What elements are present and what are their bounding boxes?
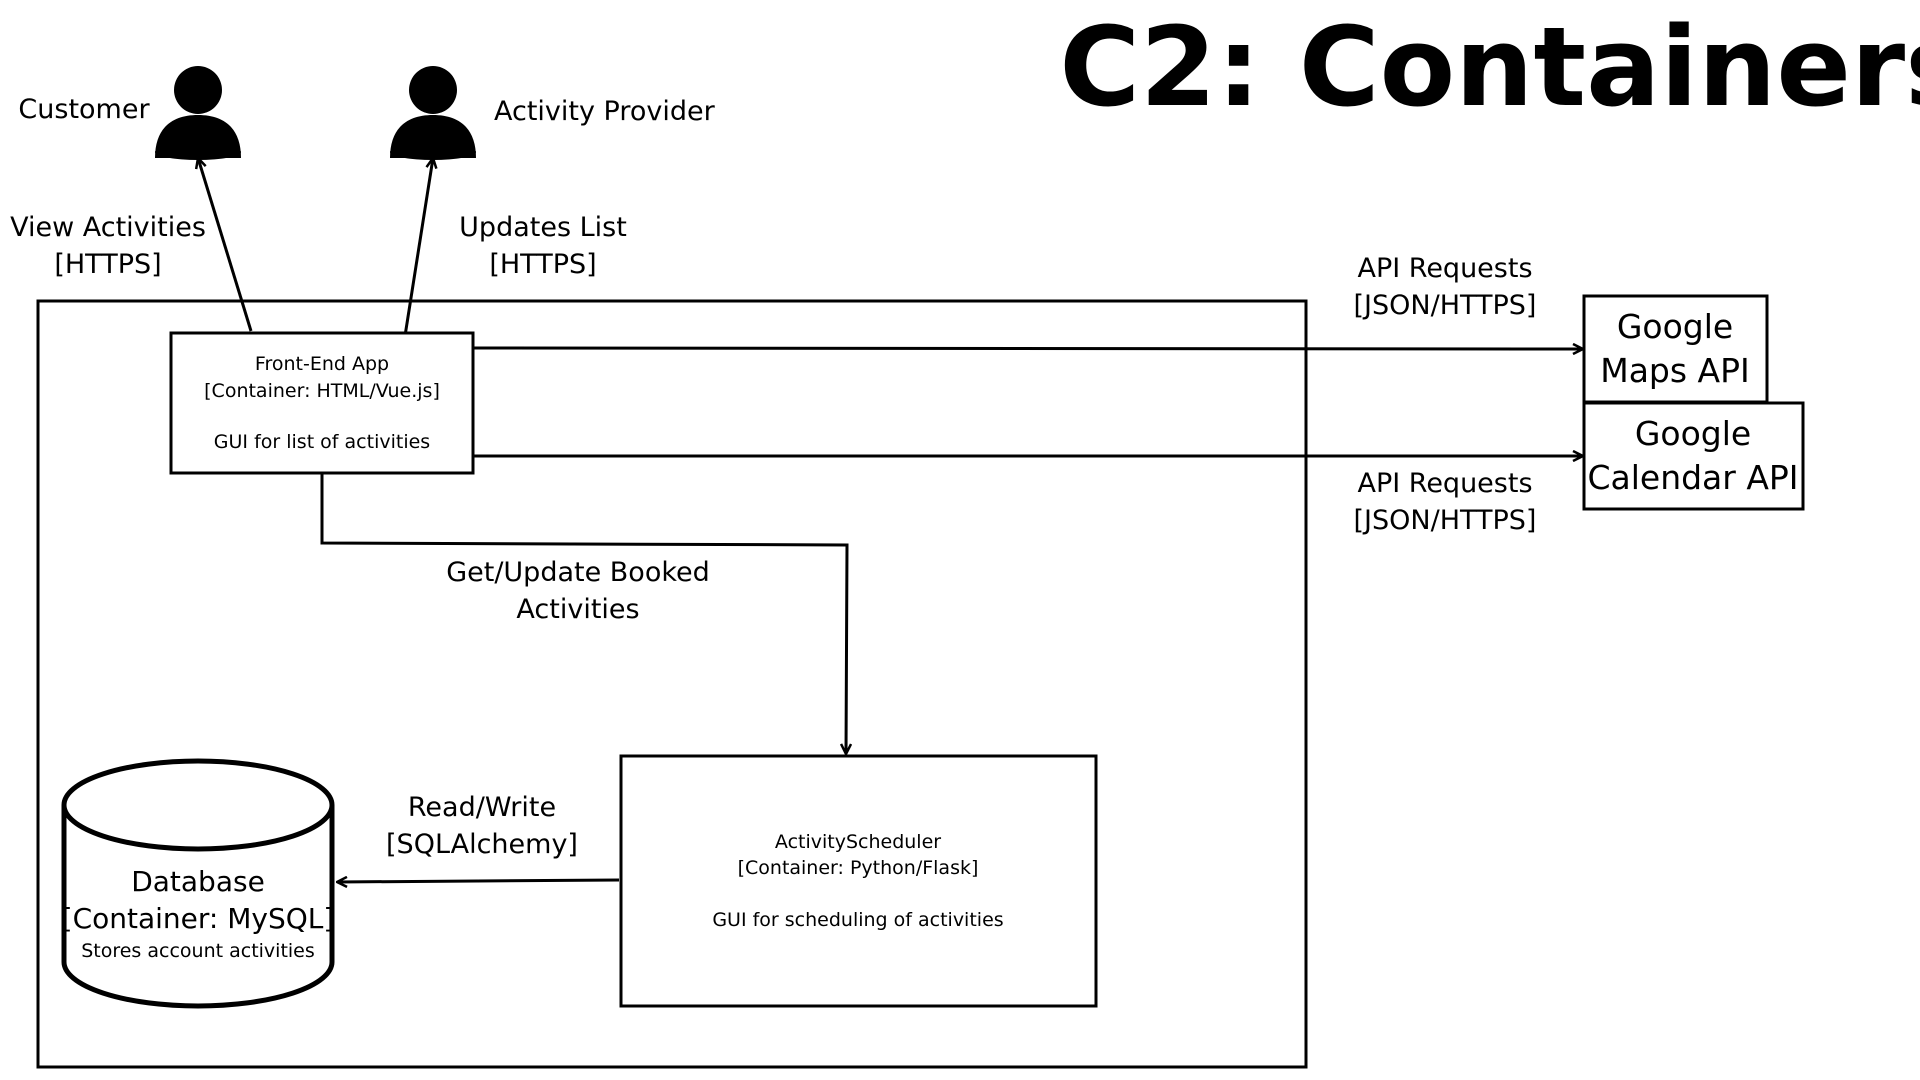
google-calendar-api-label-2: Calendar API bbox=[1587, 458, 1798, 497]
read-write-label-1: Read/Write bbox=[408, 792, 556, 823]
api-maps-label-2: [JSON/HTTPS] bbox=[1354, 290, 1537, 321]
read-write-arrow bbox=[337, 880, 620, 882]
get-update-arrow bbox=[320, 473, 847, 754]
read-write-label-2: [SQLAlchemy] bbox=[386, 829, 578, 860]
scheduler-name: ActivityScheduler bbox=[775, 831, 941, 853]
scheduler-tech: [Container: Python/Flask] bbox=[738, 857, 979, 879]
database-cylinder bbox=[61, 758, 335, 1009]
google-maps-api-label-1: Google bbox=[1617, 307, 1733, 346]
get-update-label-2: Activities bbox=[516, 594, 639, 625]
get-update-label-1: Get/Update Booked bbox=[446, 557, 710, 588]
customer-person-icon bbox=[155, 66, 241, 160]
view-activities-label-2: [HTTPS] bbox=[54, 249, 161, 280]
maps-api-arrow bbox=[472, 348, 1583, 349]
google-maps-api-box bbox=[1582, 294, 1769, 404]
google-maps-api-label-2: Maps API bbox=[1600, 351, 1750, 390]
updates-list-arrow bbox=[403, 158, 433, 337]
api-calendar-label-2: [JSON/HTTPS] bbox=[1354, 505, 1537, 536]
provider-person-icon bbox=[390, 66, 476, 160]
diagram-title: C2: Containers bbox=[1059, 3, 1920, 131]
scheduler-desc: GUI for scheduling of activities bbox=[712, 909, 1003, 931]
system-boundary bbox=[36, 299, 1308, 1069]
database-name: Database bbox=[131, 865, 265, 898]
frontend-desc: GUI for list of activities bbox=[214, 431, 430, 453]
frontend-tech: [Container: HTML/Vue.js] bbox=[204, 380, 440, 402]
frontend-name: Front-End App bbox=[255, 353, 389, 375]
view-activities-arrow bbox=[198, 158, 253, 332]
api-calendar-label-1: API Requests bbox=[1357, 468, 1532, 499]
api-maps-label-1: API Requests bbox=[1357, 253, 1532, 284]
updates-list-label-1: Updates List bbox=[459, 212, 627, 243]
view-activities-label-1: View Activities bbox=[10, 212, 206, 243]
customer-label: Customer bbox=[18, 94, 150, 125]
activity-scheduler-box bbox=[619, 754, 1098, 1008]
updates-list-label-2: [HTTPS] bbox=[489, 249, 596, 280]
database-desc: Stores account activities bbox=[81, 940, 315, 962]
database-tech: [Container: MySQL] bbox=[62, 902, 335, 935]
provider-label: Activity Provider bbox=[494, 96, 716, 127]
google-calendar-api-label-1: Google bbox=[1635, 414, 1751, 453]
google-calendar-api-box bbox=[1582, 401, 1805, 511]
